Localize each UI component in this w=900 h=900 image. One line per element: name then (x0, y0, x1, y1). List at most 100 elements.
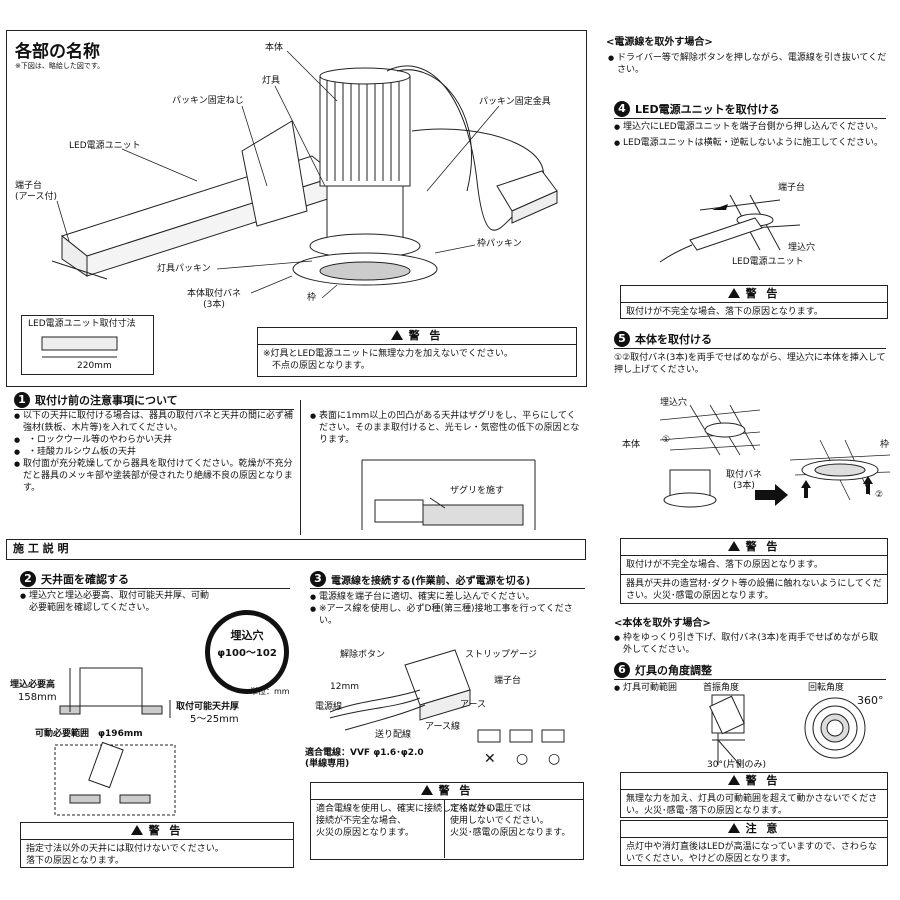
mm12-label: 12mm (330, 682, 359, 692)
sec5-number-icon: 5 (614, 331, 630, 347)
sec6-header: 6 灯具の角度調整 (614, 661, 886, 680)
earth-label: アース (460, 700, 487, 710)
sec4-item: 埋込穴にLED電源ユニットを端子台側から押し込んでください。 (614, 121, 886, 133)
remove-wire-title: <電源線を取外す場合> (606, 37, 713, 48)
dimension-box: LED電源ユニット取付寸法 220mm (21, 315, 154, 375)
sec1-title: 取付け前の注意事項について (35, 394, 178, 407)
range-label: 可動必要範囲 φ196mm (35, 729, 143, 739)
install-header: 施 工 説 明 (6, 539, 586, 560)
tilt-label: 首振角度 (703, 683, 740, 693)
sec2-unit: 単位：mm (250, 687, 290, 696)
warning-icon (727, 541, 740, 551)
terminal-label: 端子台 (494, 676, 522, 686)
sec2-warning-title: 警 告 (148, 824, 184, 837)
sec5-warning-title: 警 告 (745, 540, 781, 553)
sec3-warning-left: 適合電線を使用し、確実に接続してください。 接続が不完全な場合、 火災の原因とな… (316, 804, 505, 838)
sec5-frame-label: 枠 (880, 440, 890, 450)
sec3-warning-title: 警 告 (438, 784, 474, 797)
sec4-hole-label: 埋込穴 (788, 243, 816, 253)
sec1-left-list: 以下の天井に取付ける場合は、器具の取付バネと天井の間に必ず補強材(鉄板、木片等)… (14, 410, 296, 494)
sec6-item: 灯具可動範囲 (614, 682, 704, 694)
sec1-right-list: 表面に1mm以上の凹凸がある天井はザグリをし、平らにしてください。そのまま取付け… (310, 410, 582, 446)
warning-icon (420, 785, 433, 795)
sec1-item: ・珪酸カルシウム板の天井 (14, 446, 296, 458)
hole-circle: 埋込穴 φ100〜102 (205, 610, 289, 694)
power-wire-label: 電源線 (315, 702, 343, 712)
mark-o: ○ (516, 751, 529, 767)
warning-icon (727, 288, 740, 298)
sec5-title: 本体を取付ける (635, 333, 712, 346)
sec6-list: 灯具可動範囲 (614, 682, 704, 694)
sec6-number-icon: 6 (614, 662, 630, 678)
wire-spec: 適合電線：VVF φ1.6･φ2.0 (単線専用) (305, 748, 424, 769)
warning-icon (727, 775, 740, 785)
parts-warning: 警 告 ※灯具とLED電源ユニットに無理な力を加えないでください。 不点の原因と… (257, 327, 577, 377)
deg30-label: 30°(片側のみ) (707, 760, 766, 770)
sec3-number-icon: 3 (310, 571, 326, 587)
label-body: 本体 (265, 43, 284, 53)
sec1-right-item: 表面に1mm以上の凹凸がある天井はザグリをし、平らにしてください。そのまま取付け… (310, 410, 582, 446)
remove-body-item: 枠をゆっくり引き下げ、取付バネ(3本)を両手でせばめながら取外してください。 (614, 632, 886, 656)
sec3-item: ※アース線を使用し、必ずD種(第三種)接地工事を行ってください。 (310, 603, 580, 627)
parts-warning-text: ※灯具とLED電源ユニットに無理な力を加えないでください。 不点の原因となります… (263, 349, 513, 371)
sec2-title: 天井面を確認する (41, 573, 129, 586)
remove-wire-item: ドライバー等で解除ボタンを押しながら、電源線を引き抜いてください。 (608, 52, 888, 76)
sec6-warning-text: 無理な力を加え、灯具の可動範囲を超えて動かさないでください。火災･感電･落下の原… (626, 794, 878, 816)
sec5-body-label: 本体 (622, 440, 641, 450)
ceiling-value: 5〜25mm (190, 714, 239, 725)
sec6-caution-text: 点灯中や消灯直後はLEDが高温になっていますので、さわらないでください。やけどの… (626, 842, 877, 864)
feed-wire-label: 送り配線 (375, 730, 412, 740)
sec1-item: 以下の天井に取付ける場合は、器具の取付バネと天井の間に必ず補強材(鉄板、木片等)… (14, 410, 296, 434)
label-terminal: 端子台 (アース付) (15, 181, 58, 202)
sec5-text: ①②取付バネ(3本)を両手でせばめながら、埋込穴に本体を挿入して押し上げてくださ… (614, 353, 886, 375)
remove-wire-list: ドライバー等で解除ボタンを押しながら、電源線を引き抜いてください。 (608, 52, 888, 76)
install-title: 施 工 説 明 (13, 542, 69, 555)
sec3-warning-right: 定格以外の電圧では 使用しないでください。 火災･感電の原因となります。 (450, 804, 571, 838)
sec3-title: 電源線を接続する(作業前、必ず電源を切る) (331, 575, 531, 587)
sec6-title: 灯具の角度調整 (635, 664, 712, 677)
label-frame: 枠 (307, 293, 317, 303)
remove-body-title: <本体を取外す場合> (614, 618, 711, 629)
sec2-list: 埋込穴と埋込必要高、取付可能天井厚、可動必要範囲を確認してください。 (20, 590, 210, 614)
label-frame-packing: 枠パッキン (477, 239, 522, 249)
hole-title: 埋込穴 (230, 629, 264, 642)
sec2-header: 2 天井面を確認する (20, 570, 290, 589)
mark-x: ✕ (484, 751, 496, 767)
sec5-spring-label: 取付バネ (3本) (726, 470, 763, 491)
sec2-item: 埋込穴と埋込必要高、取付可能天井厚、可動必要範囲を確認してください。 (20, 590, 210, 614)
sec6-warning-title: 警 告 (745, 774, 781, 787)
sec4-list: 埋込穴にLED電源ユニットを端子台側から押し込んでください。 LED電源ユニット… (614, 121, 886, 149)
sec4-warning-text: 取付けが不完全な場合、落下の原因となります。 (626, 307, 823, 317)
sec4-number-icon: 4 (614, 101, 630, 117)
sec5-header: 5 本体を取付ける (614, 330, 886, 349)
sec2-warning-text: 指定寸法以外の天井には取付けないでください。 落下の原因となります。 (26, 844, 224, 866)
sec4-header: 4 LED電源ユニットを取付ける (614, 100, 886, 119)
sec1-item: ・ロックウール等のやわらかい天井 (14, 434, 296, 446)
sec1-item: 取付面が充分乾燥してから器具を取付けてください。乾燥が不充分だと器具のメッキ部や… (14, 458, 296, 494)
caution-icon (727, 823, 740, 833)
strip-gauge-label: ストリップゲージ (465, 650, 537, 660)
label-packing-screw: パッキン固定ねじ (172, 96, 244, 106)
sec3-list: 電源線を端子台に適切、確実に差し込んでください。 ※アース線を使用し、必ずD種(… (310, 591, 580, 627)
label-packing-bracket: パッキン固定金具 (479, 97, 551, 107)
release-button-label: 解除ボタン (340, 650, 386, 660)
sec5-warning: 警 告 取付けが不完全な場合、落下の原因となります。 器具が天井の造営材･ダクト… (620, 538, 888, 604)
dimension-value: 220mm (77, 361, 112, 371)
sec4-warning-title: 警 告 (745, 287, 781, 300)
sec5-warning-text2: 器具が天井の造営材･ダクト等の設備に触れないようにしてください。火災･感電の原因… (626, 579, 882, 601)
sec2-warning: 警 告 指定寸法以外の天井には取付けないでください。 落下の原因となります。 (20, 822, 294, 868)
sec4-warning: 警 告 取付けが不完全な場合、落下の原因となります。 (620, 285, 888, 319)
parts-warning-title: 警 告 (408, 329, 444, 342)
sec4-unit-label: LED電源ユニット (732, 257, 804, 267)
sec1-divider (300, 400, 301, 535)
height-label: 埋込必要高 (10, 680, 56, 690)
sec6-warning: 警 告 無理な力を加え、灯具の可動範囲を超えて動かさないでください。火災･感電･… (620, 772, 888, 818)
mark-o: ○ (548, 751, 561, 767)
deg360-label: 360° (857, 694, 884, 707)
sec3-header: 3 電源線を接続する(作業前、必ず電源を切る) (310, 570, 585, 589)
fixture-diagram (41, 50, 558, 358)
sec5-c1-label: ① (662, 435, 671, 445)
ceiling-label: 取付可能天井厚 (176, 702, 240, 712)
